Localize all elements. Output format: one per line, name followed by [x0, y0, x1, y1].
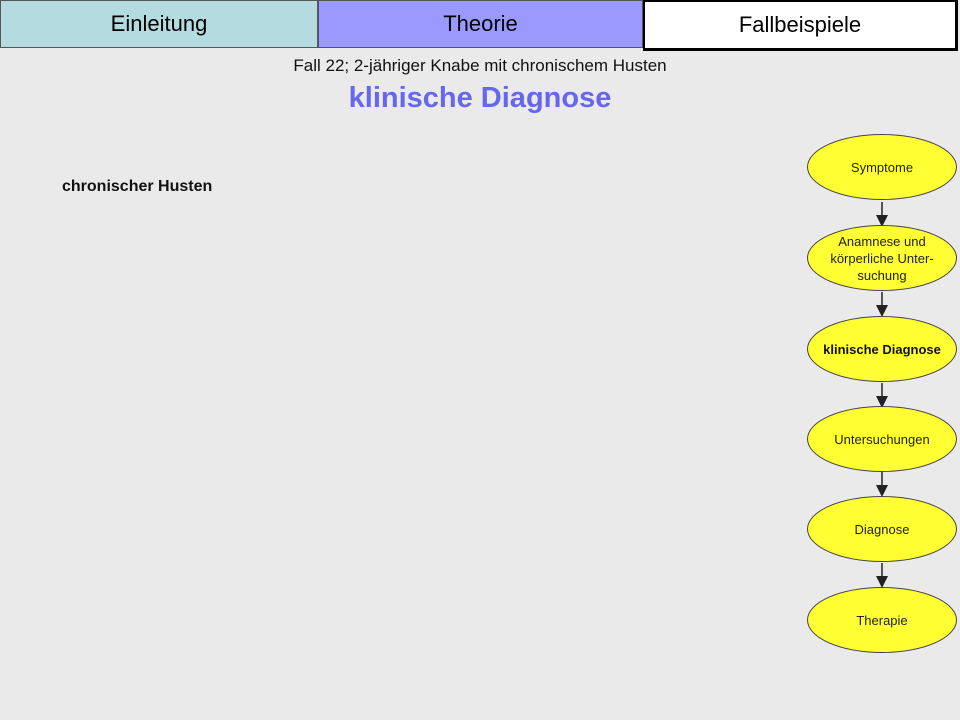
flowchart-arrows	[876, 202, 888, 588]
tab-theorie[interactable]: Theorie	[318, 0, 643, 48]
flowchart: Symptome Anamnese und körperliche Unter-…	[780, 120, 960, 680]
tab-bar: Einleitung Theorie Fallbeispiele	[0, 0, 960, 52]
node-untersuchungen[interactable]: Untersuchungen	[807, 406, 957, 472]
content-text: chronischer Husten	[62, 178, 213, 195]
node-symptome[interactable]: Symptome	[807, 134, 957, 200]
node-anamnese[interactable]: Anamnese und körperliche Unter-suchung	[807, 225, 957, 291]
node-therapie[interactable]: Therapie	[807, 587, 957, 653]
page-title: klinische Diagnose	[348, 82, 612, 114]
tab-fallbeispiele[interactable]: Fallbeispiele	[643, 0, 958, 51]
case-subtitle: Fall 22; 2-jähriger Knabe mit chronische…	[293, 56, 667, 75]
node-diagnose[interactable]: Diagnose	[807, 496, 957, 562]
tab-einleitung[interactable]: Einleitung	[0, 0, 318, 48]
node-klinische-diagnose[interactable]: klinische Diagnose	[807, 316, 957, 382]
